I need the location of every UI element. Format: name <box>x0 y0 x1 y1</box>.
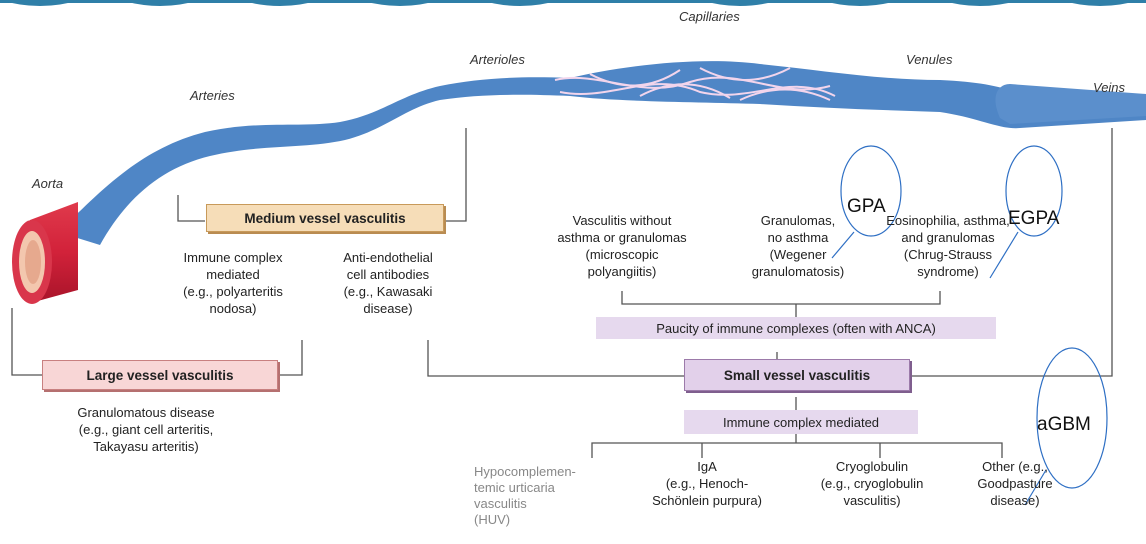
label-capillaries: Capillaries <box>679 9 740 24</box>
callout-gpa: GPA <box>847 196 886 218</box>
label-veins: Veins <box>1093 80 1125 95</box>
pauci-immune-band: Paucity of immune complexes (often with … <box>596 317 996 339</box>
immune-item-iga: IgA (e.g., Henoch- Schönlein purpura) <box>646 458 768 509</box>
immune-complex-band: Immune complex mediated <box>684 410 918 434</box>
pauci-item-gpa: Granulomas, no asthma (Wegener granuloma… <box>730 212 866 280</box>
large-granulomatous: Granulomatous disease (e.g., giant cell … <box>46 404 246 455</box>
medium-vessel-box: Medium vessel vasculitis <box>206 204 444 232</box>
large-vessel-box: Large vessel vasculitis <box>42 360 278 390</box>
immune-item-other: Other (e.g., Goodpasture disease) <box>960 458 1070 509</box>
label-arterioles: Arterioles <box>470 52 525 67</box>
huv-note: Hypocomplemen- temic urticaria vasculiti… <box>474 464 614 528</box>
small-vessel-box: Small vessel vasculitis <box>684 359 910 391</box>
pauci-item-mpa: Vasculitis without asthma or granulomas … <box>554 212 690 280</box>
immune-item-cryoglobulin: Cryoglobulin (e.g., cryoglobulin vasculi… <box>806 458 938 509</box>
label-venules: Venules <box>906 52 953 67</box>
pauci-item-egpa: Eosinophilia, asthma, and granulomas (Ch… <box>880 212 1016 280</box>
medium-anti-endothelial: Anti-endothelial cell antibodies (e.g., … <box>330 249 446 317</box>
callout-agbm: aGBM <box>1037 414 1091 436</box>
medium-immune-complex: Immune complex mediated (e.g., polyarter… <box>170 249 296 317</box>
aorta-cylinder <box>12 202 78 304</box>
label-aorta: Aorta <box>32 176 63 191</box>
label-arteries: Arteries <box>190 88 235 103</box>
callout-egpa: EGPA <box>1008 208 1059 230</box>
